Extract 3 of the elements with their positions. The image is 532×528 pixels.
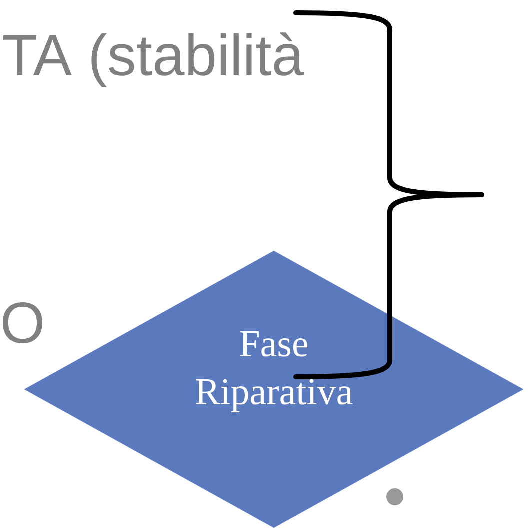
diamond-label: Fase Riparativa [196,332,353,412]
heading-text: O [2,302,43,344]
heading-text: TA (stabilità [4,32,304,88]
